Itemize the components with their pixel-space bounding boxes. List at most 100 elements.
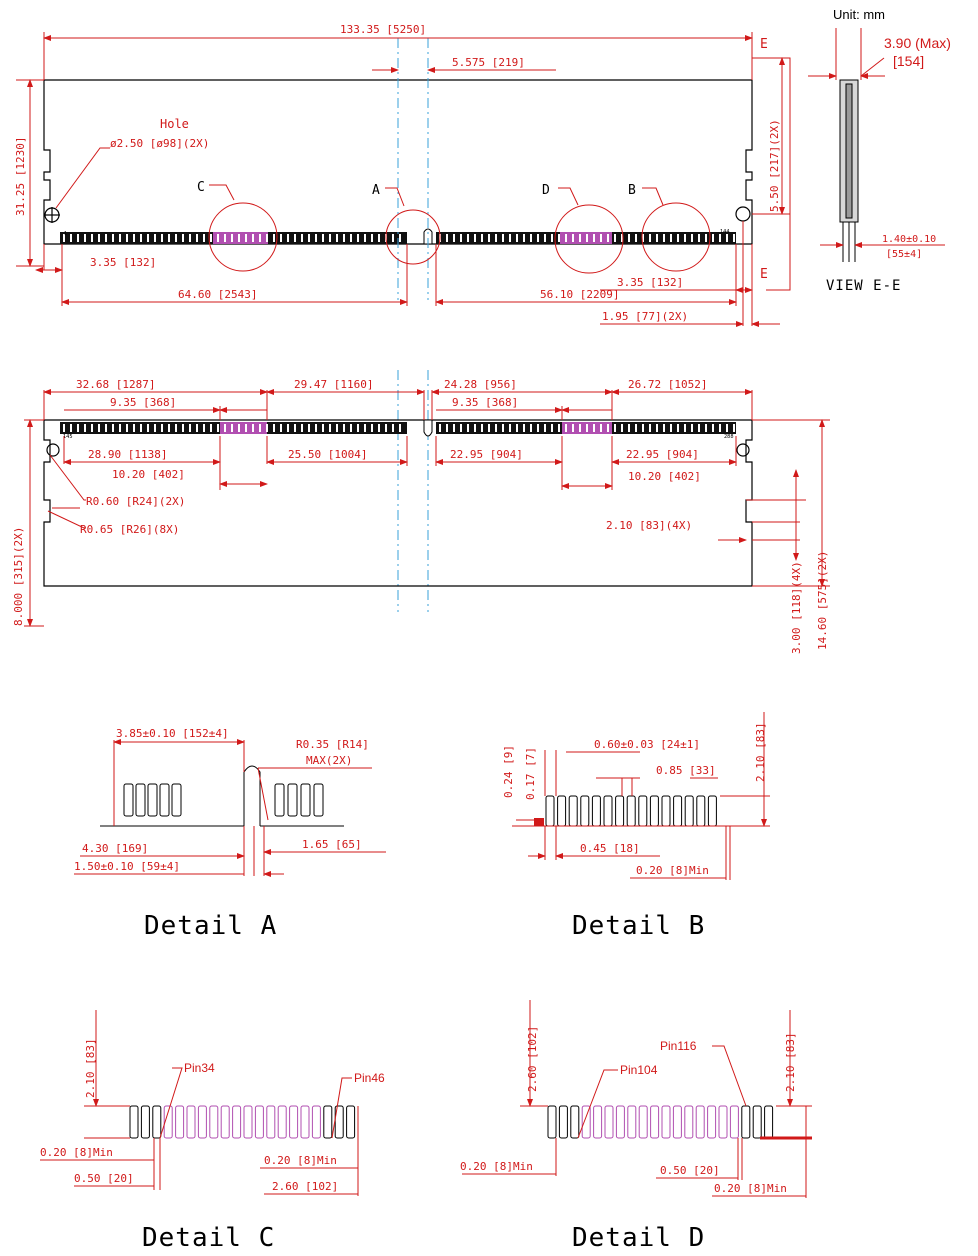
pin-gap xyxy=(565,424,567,432)
detail-b-drawing xyxy=(512,712,770,880)
contact-pin xyxy=(661,1105,671,1139)
pin-gap xyxy=(586,234,588,242)
contact-pin xyxy=(615,795,625,827)
back-dim-bot-left-1: 28.90 [1138] xyxy=(88,448,167,461)
pin-gap xyxy=(91,424,93,432)
contact-pin xyxy=(707,795,717,827)
contact-pin xyxy=(311,1105,321,1139)
front-pin-strip-right xyxy=(436,232,736,244)
thickness-tol: 1.40±0.10 xyxy=(882,234,936,245)
contact-pin xyxy=(695,1105,705,1139)
pin-gap xyxy=(509,234,511,242)
pin-gap xyxy=(509,424,511,432)
pin-gap xyxy=(523,424,525,432)
pin-gap xyxy=(189,424,191,432)
contact-pin xyxy=(163,1105,173,1139)
pin-gap xyxy=(614,234,616,242)
pin-gap xyxy=(224,234,226,242)
contact-pin xyxy=(591,795,601,827)
pin-gap xyxy=(719,424,721,432)
pin-gap xyxy=(607,424,609,432)
pin-gap xyxy=(544,234,546,242)
pin-gap xyxy=(224,424,226,432)
pin-gap xyxy=(691,234,693,242)
pin-gap xyxy=(252,424,254,432)
contact-pin xyxy=(684,1105,694,1139)
detail-d-height-right: 2.10 [83] xyxy=(784,1032,797,1092)
pin-gap xyxy=(357,424,359,432)
back-radius-1: R0.60 [R24](2X) xyxy=(86,495,185,508)
detail-b-min: 0.20 [8]Min xyxy=(636,864,709,877)
pin-gap xyxy=(733,234,735,242)
contact-pin xyxy=(696,795,706,827)
back-dim-top-right-3: 26.72 [1052] xyxy=(628,378,707,391)
pin-gap xyxy=(287,234,289,242)
pin-gap xyxy=(586,424,588,432)
pin-gap xyxy=(147,424,149,432)
pin-gap xyxy=(670,424,672,432)
contact-pin xyxy=(334,1105,344,1139)
pin-gap xyxy=(210,234,212,242)
pin-gap xyxy=(614,424,616,432)
contact-pin xyxy=(152,1105,162,1139)
pin-gap xyxy=(112,234,114,242)
contact-pin xyxy=(557,795,567,827)
pin-gap xyxy=(126,234,128,242)
detail-b-v2: 0.17 [7] xyxy=(524,747,537,800)
pin-gap xyxy=(98,234,100,242)
contact-pin xyxy=(718,1105,728,1139)
pin-gap xyxy=(691,424,693,432)
pin-gap xyxy=(635,234,637,242)
contact-pin xyxy=(603,795,613,827)
detail-d-min-left: 0.20 [8]Min xyxy=(460,1160,533,1173)
back-dim-bot-left-2: 10.20 [402] xyxy=(112,468,185,481)
contact-pin xyxy=(752,1105,762,1139)
pin-gap xyxy=(245,424,247,432)
pin-gap xyxy=(642,234,644,242)
pin-gap xyxy=(593,234,595,242)
pin-gap xyxy=(453,234,455,242)
pin-gap xyxy=(726,234,728,242)
back-radius-2: R0.65 [R26](8X) xyxy=(80,523,179,536)
detail-b-width: 0.45 [18] xyxy=(580,842,640,855)
pin-gap xyxy=(378,424,380,432)
pin-gap xyxy=(266,234,268,242)
contact-pin xyxy=(673,795,683,827)
pin-gap xyxy=(294,424,296,432)
detail-c-pin-34: Pin34 xyxy=(184,1061,215,1075)
pin-gap xyxy=(579,234,581,242)
pin-gap xyxy=(392,424,394,432)
detail-a-right: 1.65 [65] xyxy=(302,838,362,851)
pin-gap xyxy=(600,234,602,242)
pin-gap xyxy=(259,234,261,242)
contact-pin xyxy=(277,1105,287,1139)
contact-pin xyxy=(684,795,694,827)
hole-leader xyxy=(55,147,110,209)
contact-pin xyxy=(175,1105,185,1139)
detail-d-caption: Detail D xyxy=(572,1223,705,1253)
pin-gap xyxy=(133,234,135,242)
pin-gap xyxy=(140,234,142,242)
detail-a-drawing xyxy=(74,739,386,877)
pin-gap xyxy=(684,424,686,432)
contact-pin xyxy=(581,1105,591,1139)
contact-pin xyxy=(129,1105,139,1139)
pin-gap xyxy=(343,424,345,432)
pin-gap xyxy=(63,234,65,242)
contact-pin xyxy=(650,1105,660,1139)
pin-gap xyxy=(572,234,574,242)
pin-gap xyxy=(670,234,672,242)
contact-pin xyxy=(197,1105,207,1139)
pin-gap xyxy=(273,234,275,242)
pin-gap xyxy=(726,424,728,432)
pin-gap xyxy=(677,424,679,432)
pin-gap xyxy=(336,234,338,242)
detail-a-bottom: 1.50±0.10 [59±4] xyxy=(74,860,180,873)
pin-gap xyxy=(628,234,630,242)
callout-b: B xyxy=(628,183,636,198)
pin-gap xyxy=(684,234,686,242)
front-centerlines xyxy=(397,38,429,612)
pin-gap xyxy=(399,234,401,242)
pin-gap xyxy=(70,424,72,432)
pin-gap xyxy=(133,424,135,432)
